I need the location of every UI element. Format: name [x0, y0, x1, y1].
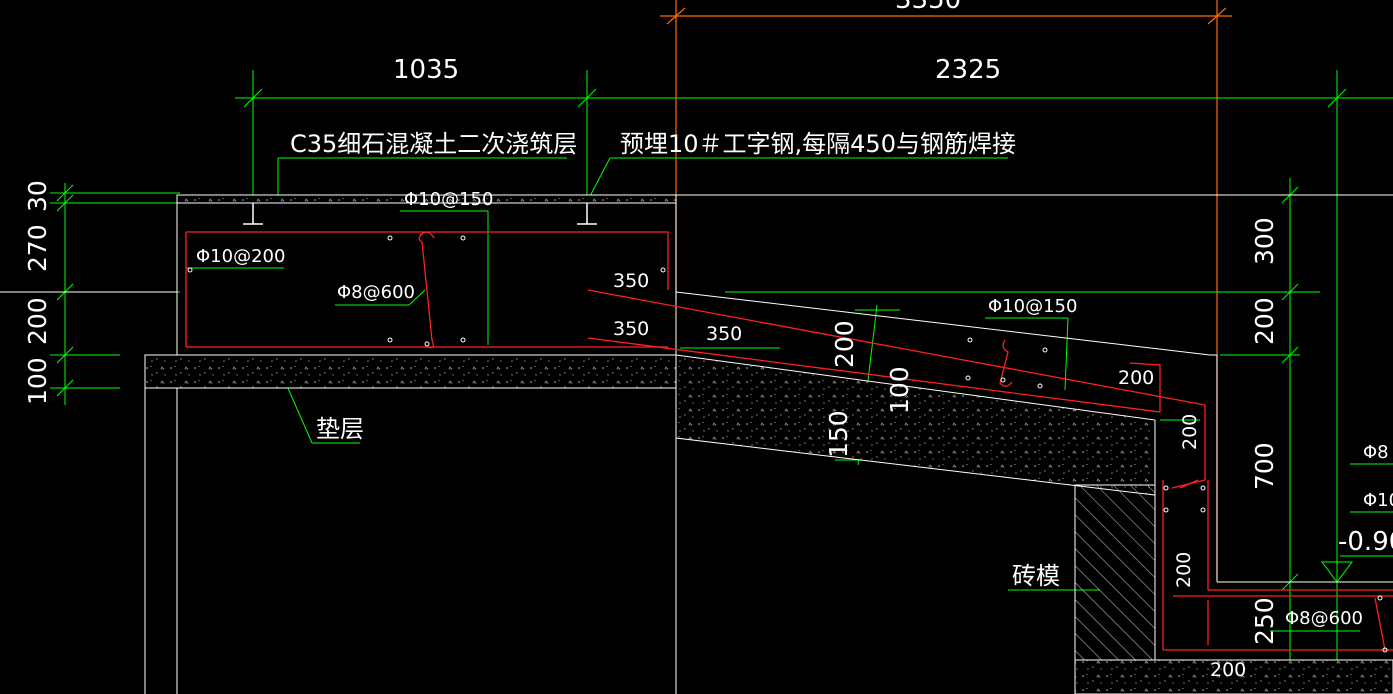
dimension-left-200: 200	[23, 297, 52, 345]
rebar-dots	[187, 235, 1388, 653]
rebar-label-bottom-right: Φ8@600	[1285, 608, 1363, 629]
annotation-embedded-steel: 预埋10＃工字钢,每隔450与钢筋焊接	[620, 130, 1016, 158]
annotation-elevation: -0.90	[1338, 527, 1393, 557]
dimension-right-250: 250	[1250, 597, 1279, 645]
dimension-left-span: 1035	[393, 55, 459, 85]
dim-slope-150: 150	[824, 410, 853, 458]
rebar-label-right-edge-1: Φ8	[1363, 442, 1389, 463]
rebar-label-left-block: Φ10@200	[196, 246, 285, 267]
dimension-left-100: 100	[23, 357, 52, 405]
dim-seg-200-b: 200	[1179, 414, 1201, 450]
annotation-brick-mold: 砖模	[1012, 562, 1060, 590]
dimension-left-30: 30	[23, 180, 52, 212]
rebar-label-slope-slab: Φ10@150	[988, 296, 1077, 317]
dimension-left-270: 270	[23, 224, 52, 272]
dim-slope-200: 200	[830, 320, 859, 368]
annotation-concrete-layer: C35细石混凝土二次浇筑层	[290, 130, 577, 158]
concrete-layers	[144, 194, 1393, 694]
rebar-label-right-edge-2: Φ10	[1363, 490, 1393, 511]
dimension-right-span: 2325	[935, 55, 1001, 85]
rebar-lines	[185, 231, 1393, 651]
dimension-lines	[50, 70, 1393, 694]
rebar-label-top-slab: Φ10@150	[404, 189, 493, 210]
rebar-label-stirrup: Φ8@600	[337, 282, 415, 303]
dim-seg-200-d: 200	[1210, 659, 1246, 681]
dim-seg-200-a: 200	[1118, 367, 1154, 389]
dimension-right-200: 200	[1250, 297, 1279, 345]
dim-slope-100: 100	[885, 366, 914, 414]
brick-mold-hatch	[1074, 484, 1156, 661]
annotation-cushion: 垫层	[316, 415, 364, 443]
dim-350-a: 350	[613, 270, 649, 292]
dim-350-c: 350	[706, 323, 742, 345]
dimension-top-clipped: 3350	[895, 0, 961, 15]
dimension-right-700: 700	[1250, 442, 1279, 490]
dim-seg-200-c: 200	[1173, 552, 1195, 588]
dimension-right-300: 300	[1250, 217, 1279, 265]
dim-350-b: 350	[613, 318, 649, 340]
